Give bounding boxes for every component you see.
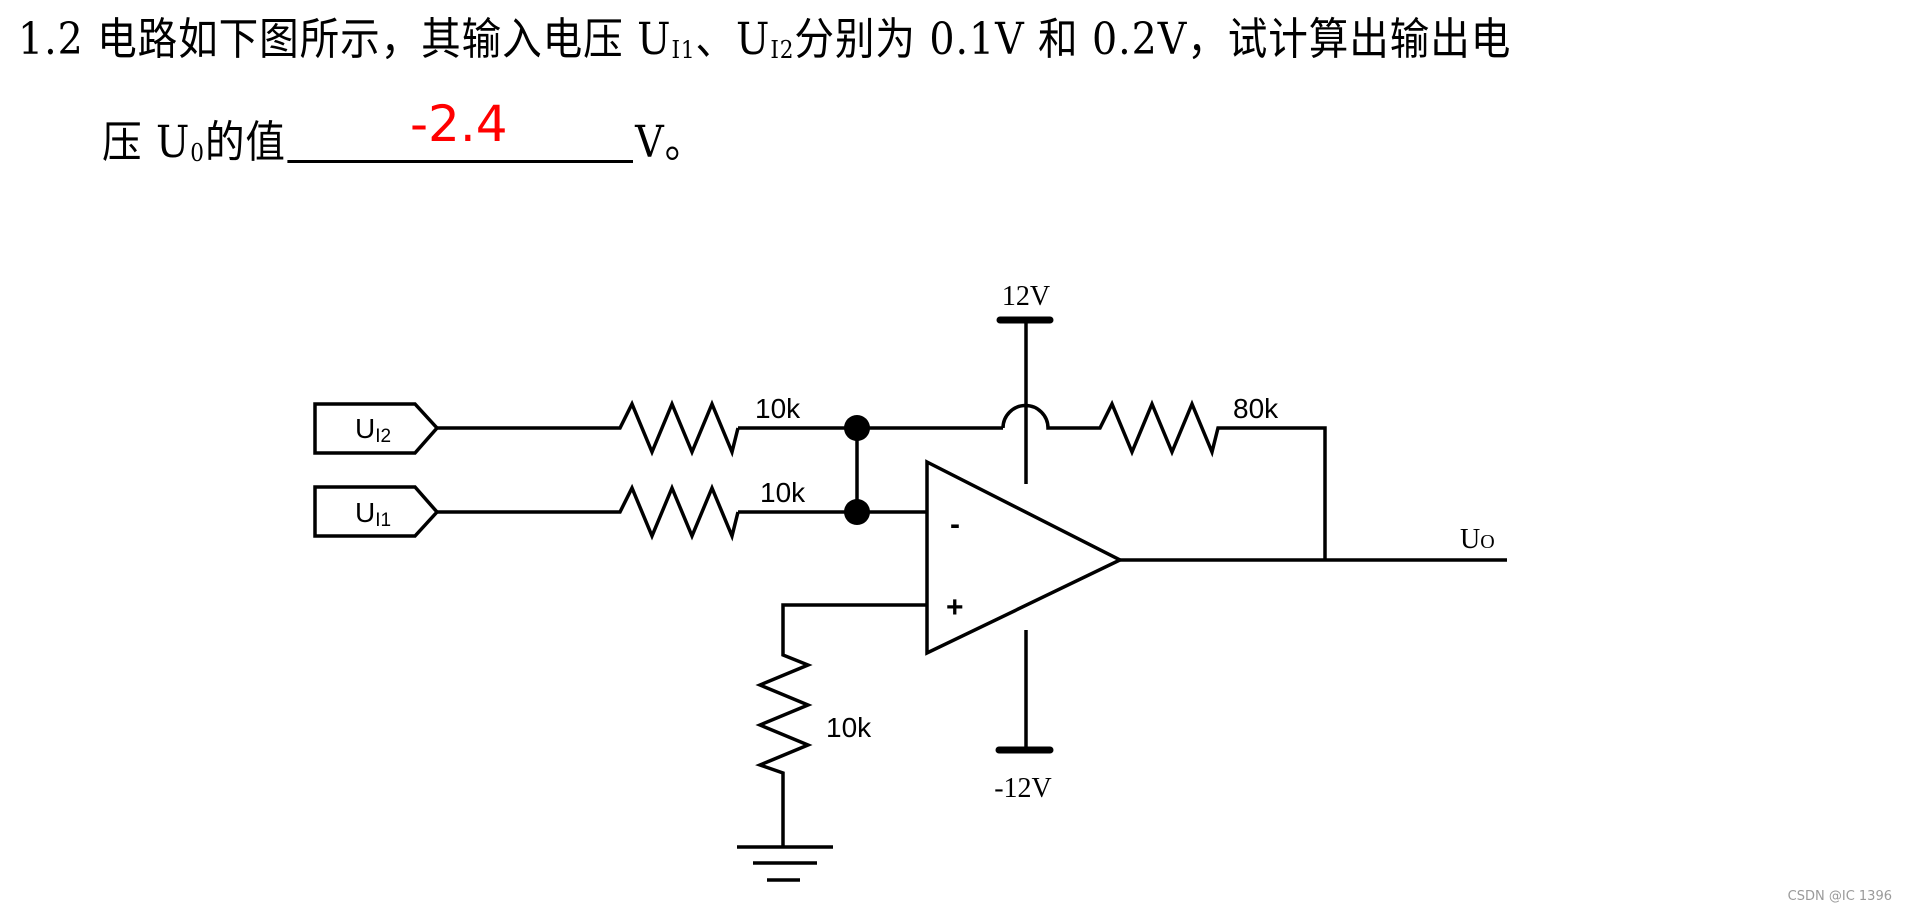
watermark: CSDN @IC 1396 <box>1787 889 1892 904</box>
resistor-r-in1 <box>615 483 740 542</box>
unit-text: V。 <box>635 117 706 168</box>
question-text-4: 的值 <box>204 117 286 168</box>
resistor-r-ground <box>755 653 813 847</box>
question-line-1: 1.2 电路如下图所示，其输入电压 UI1、UI2分别为 0.1V 和 0.2V… <box>18 18 1511 63</box>
answer-blank <box>287 116 634 163</box>
label-r-ground: 10k <box>826 712 872 743</box>
question-line-2: 压 U0的值 V。 <box>102 116 706 168</box>
wire-plus-input <box>781 603 927 653</box>
svg-text:UI2: UI2 <box>355 413 391 447</box>
resistor-r-feedback <box>1095 399 1327 560</box>
label-r-in1: 10k <box>760 477 806 508</box>
junction-dot-top <box>844 415 870 441</box>
label-vminus: -12V <box>994 773 1052 804</box>
opamp-minus-sign: - <box>950 508 960 541</box>
opamp-plus-sign: + <box>946 591 964 624</box>
label-vplus: 12V <box>1002 281 1050 312</box>
ui1-symbol: UI1 <box>637 14 696 65</box>
question-text-2: 分别为 0.1V 和 0.2V，试计算出输出电 <box>794 14 1512 65</box>
label-r-feedback: 80k <box>1233 393 1279 424</box>
answer-value: -2.4 <box>410 95 508 153</box>
separator: 、 <box>695 14 737 65</box>
label-output: UO <box>1460 524 1495 555</box>
ground-icon <box>737 845 833 882</box>
uo-symbol: U0 <box>156 117 205 168</box>
junction-dot-bottom <box>844 499 870 525</box>
question-text-1: 电路如下图所示，其输入电压 <box>97 14 624 65</box>
wire-hop <box>1001 403 1095 430</box>
svg-text:UI1: UI1 <box>355 497 391 531</box>
opamp: - + <box>925 459 1124 656</box>
question-text-3: 压 <box>102 117 143 168</box>
question-number: 1.2 <box>18 14 84 65</box>
resistor-r-in2 <box>615 399 740 458</box>
ui2-symbol: UI2 <box>736 14 795 65</box>
label-r-in2: 10k <box>755 393 801 424</box>
input-terminal-ui1: UI1 <box>313 485 440 538</box>
input-terminal-ui2: UI2 <box>313 402 440 455</box>
